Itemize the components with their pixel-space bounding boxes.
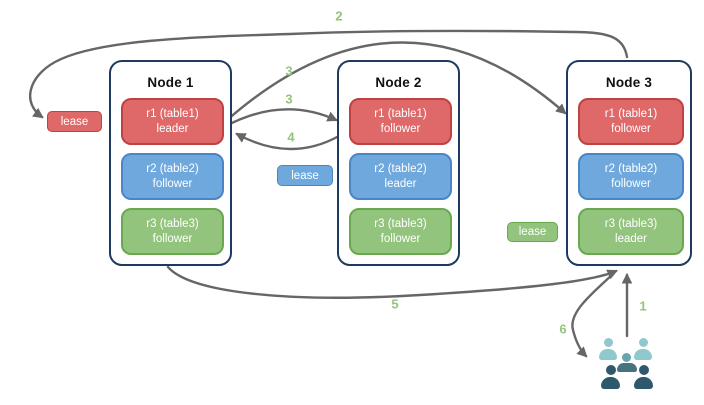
- replica-name: r1 (table1): [604, 107, 658, 120]
- replica-name: r3 (table3): [374, 217, 427, 230]
- replica-role: follower: [380, 232, 421, 245]
- replica-role: follower: [380, 122, 421, 135]
- node2-replica-r2: r2 (table2) leader: [349, 153, 452, 200]
- replica-name: r1 (table1): [146, 107, 199, 120]
- node1-replica-r1: r1 (table1) leader: [121, 98, 224, 145]
- step-label-1: 1: [639, 298, 647, 314]
- lease-label: lease: [60, 115, 89, 128]
- replica-role: leader: [156, 122, 189, 135]
- node-1: Node 1 r1 (table1) leader r2 (table2) fo…: [109, 60, 232, 266]
- replica-role: follower: [152, 232, 193, 245]
- node-1-title: Node 1: [147, 75, 194, 90]
- step-label-3b: 3: [285, 91, 293, 107]
- node3-replica-r1: r1 (table1) follower: [578, 98, 684, 145]
- node-2-title: Node 2: [375, 75, 422, 90]
- person-head: [639, 365, 649, 375]
- node3-replica-r2: r2 (table2) follower: [578, 153, 684, 200]
- users-group-icon: [598, 336, 656, 394]
- node1-replica-r2: r2 (table2) follower: [121, 153, 224, 200]
- node2-replica-r1: r1 (table1) follower: [349, 98, 452, 145]
- node-3-title: Node 3: [605, 75, 653, 90]
- node-3: Node 3 r1 (table1) follower r2 (table2) …: [566, 60, 692, 266]
- person-head: [622, 353, 631, 362]
- person-body: [634, 349, 652, 360]
- arrow-step3-leader-to-node2: [224, 108, 338, 128]
- step-label-3a: 3: [285, 63, 293, 79]
- lease-label: lease: [518, 226, 547, 238]
- replica-name: r3 (table3): [146, 217, 199, 230]
- person-head: [603, 338, 613, 347]
- person-body: [616, 363, 637, 372]
- person-head: [638, 338, 648, 347]
- person-body: [601, 376, 620, 389]
- lease-badge-table3: lease: [507, 222, 558, 242]
- lease-label: lease: [291, 169, 319, 182]
- step-label-6: 6: [559, 321, 567, 337]
- step-label-5: 5: [391, 296, 399, 312]
- node1-replica-r3: r3 (table3) follower: [121, 208, 224, 255]
- lease-badge-table1: lease: [47, 111, 102, 132]
- replica-role: follower: [611, 122, 651, 135]
- replica-name: r2 (table2): [374, 162, 427, 175]
- replica-role: follower: [152, 177, 193, 190]
- node3-replica-r3: r3 (table3) leader: [578, 208, 684, 255]
- step-label-2: 2: [335, 8, 343, 24]
- replica-role: leader: [384, 177, 417, 190]
- replica-name: r2 (table2): [604, 162, 658, 175]
- replica-name: r1 (table1): [374, 107, 427, 120]
- replica-name: r2 (table2): [146, 162, 199, 175]
- replica-role: leader: [615, 232, 647, 245]
- node2-replica-r3: r3 (table3) follower: [349, 208, 452, 255]
- node-2: Node 2 r1 (table1) follower r2 (table2) …: [337, 60, 460, 266]
- person-body: [599, 349, 617, 360]
- lease-badge-table2: lease: [277, 165, 333, 186]
- person-head: [606, 365, 616, 375]
- person-body: [634, 376, 653, 389]
- replica-name: r3 (table3): [604, 217, 658, 230]
- replica-role: follower: [611, 177, 651, 190]
- step-label-4: 4: [287, 129, 295, 145]
- arrow-step5-node1-to-node3: [166, 265, 618, 299]
